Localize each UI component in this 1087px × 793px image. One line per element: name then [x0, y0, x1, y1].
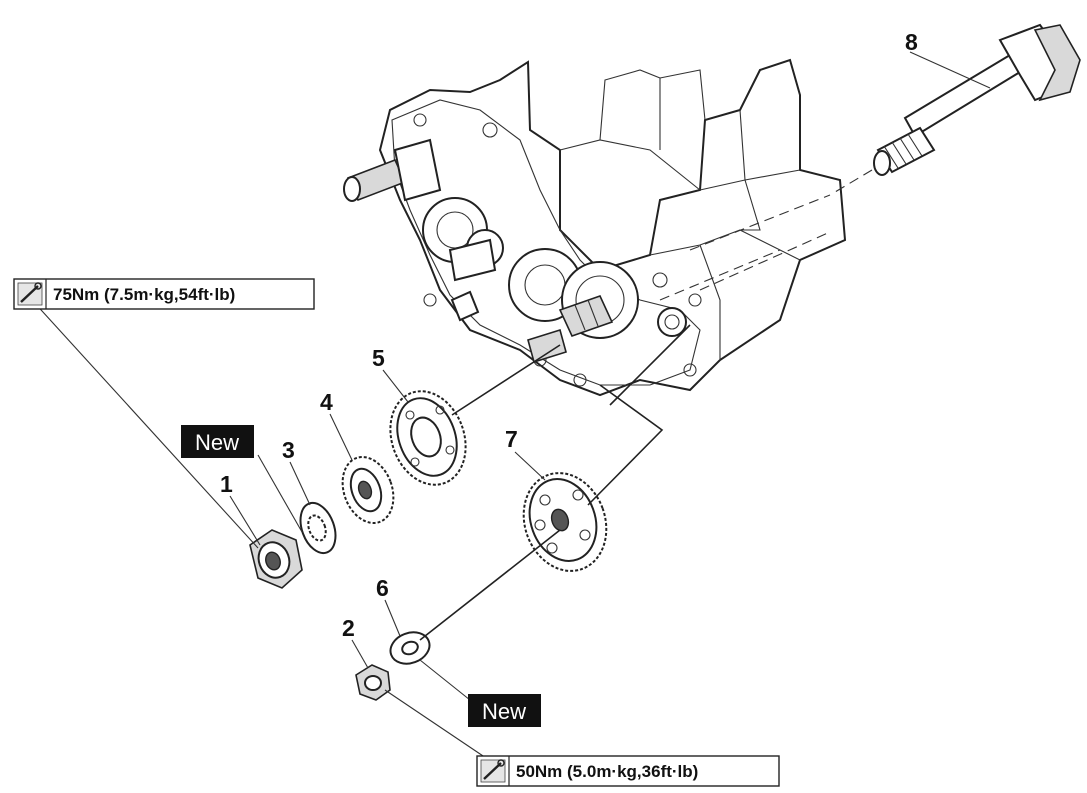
torque-spec-upper-text: 75Nm (7.5m·kg,54ft·lb) — [53, 285, 235, 304]
new-badge-upper: New — [181, 425, 254, 458]
shaft-part-8 — [834, 23, 1081, 193]
torque-spec-upper: 75Nm (7.5m·kg,54ft·lb) — [13, 278, 315, 310]
new-badge-lower: New — [468, 694, 541, 727]
nut-part-1 — [249, 529, 303, 589]
callout-4: 4 — [320, 389, 333, 415]
callout-7: 7 — [505, 426, 518, 452]
gear-part-4 — [341, 456, 395, 524]
gear-part-5 — [389, 390, 467, 486]
callout-2: 2 — [342, 615, 355, 641]
torque-spec-lower-text: 50Nm (5.0m·kg,36ft·lb) — [516, 762, 698, 781]
new-badge-upper-label: New — [195, 430, 239, 455]
callout-8: 8 — [905, 29, 918, 55]
leader-lines — [229, 369, 546, 669]
callout-6: 6 — [376, 575, 389, 601]
assembly-lines — [31, 51, 991, 763]
callout-3: 3 — [282, 437, 295, 463]
crankcase-illustration — [343, 58, 847, 397]
torque-wrench-icon — [480, 759, 506, 783]
new-badge-lower-label: New — [482, 699, 526, 724]
torque-wrench-icon — [17, 282, 43, 306]
torque-spec-lower: 50Nm (5.0m·kg,36ft·lb) — [476, 755, 780, 787]
washer-part-3 — [299, 501, 337, 555]
washer-part-6 — [389, 631, 431, 665]
callout-1: 1 — [220, 471, 233, 497]
nut-part-2 — [355, 664, 391, 701]
gear-part-7 — [522, 472, 608, 572]
callout-5: 5 — [372, 345, 385, 371]
